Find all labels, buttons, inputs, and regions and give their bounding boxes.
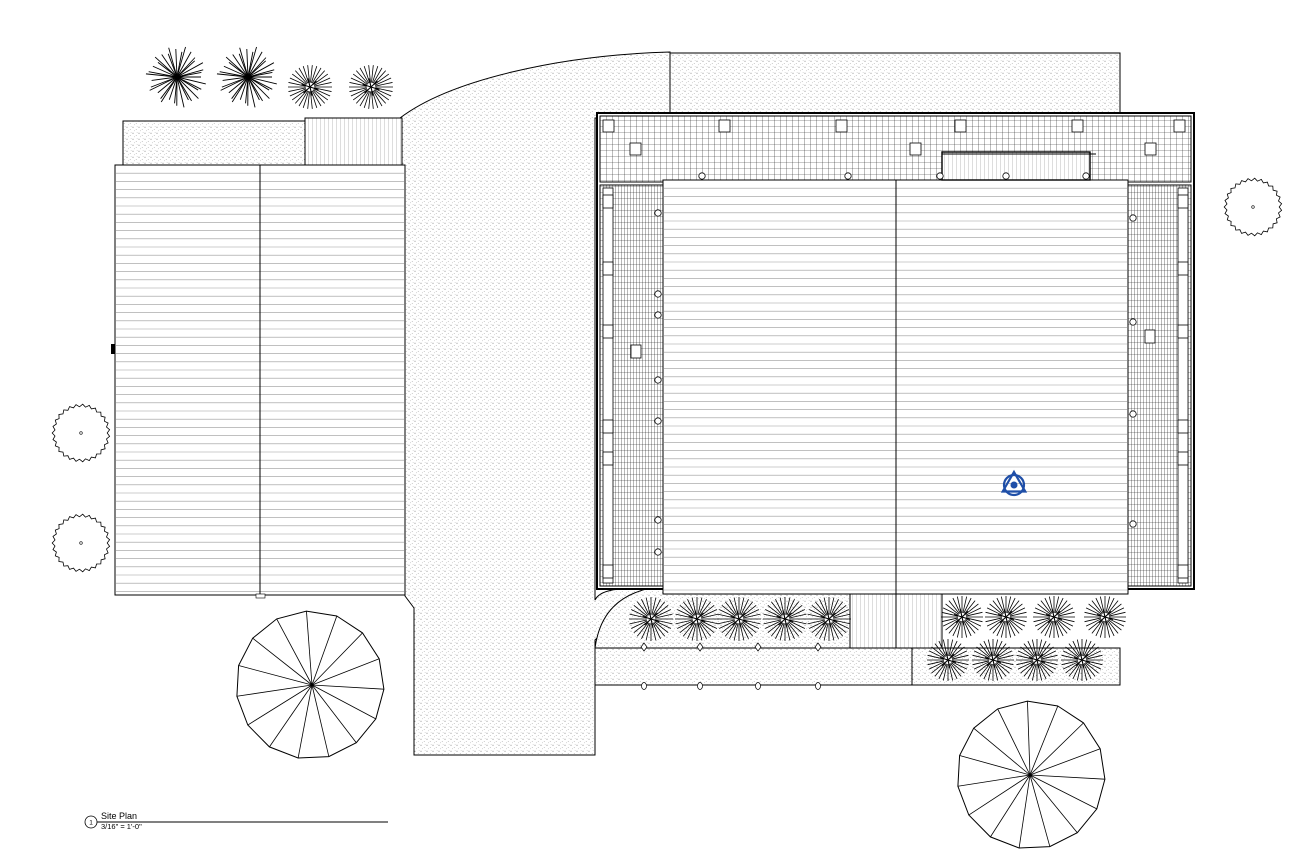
- plan-tree-circle-icon: [1223, 177, 1283, 237]
- view-title-scale: 3/16" = 1'-0": [101, 822, 142, 831]
- entry-stair: [304, 117, 403, 166]
- plan-shrub-star-icon: [972, 639, 1014, 681]
- plan-shrub-star-icon: [763, 597, 807, 641]
- plan-shrub-star-icon: [927, 639, 969, 681]
- plan-shrub-star-icon: [629, 597, 673, 641]
- plan-shrub-star-icon: [941, 596, 983, 638]
- view-title-name: Site Plan: [101, 811, 137, 821]
- revit-view-trefoil-icon[interactable]: [1000, 469, 1028, 497]
- plan-shrub-star-icon: [216, 46, 277, 108]
- main-building: [596, 112, 1195, 649]
- plan-tree-circle-icon: [51, 403, 111, 463]
- plan-shrub-star-icon: [807, 597, 851, 641]
- plan-shrub-star-icon: [717, 597, 761, 641]
- plan-shrub-star-icon: [985, 596, 1027, 638]
- plan-shrub-star-icon: [349, 65, 393, 109]
- west-building-roof: [111, 164, 406, 599]
- plan-tree-wedges-icon: [957, 700, 1106, 849]
- plan-shrub-star-icon: [288, 65, 332, 109]
- plan-shrub-star-icon: [1084, 596, 1126, 638]
- plan-shrub-star-icon: [145, 46, 206, 108]
- west-terrace: [122, 120, 306, 166]
- plan-shrub-star-icon: [1016, 639, 1058, 681]
- view-title: 1 Site Plan 3/16" = 1'-0": [84, 811, 388, 831]
- plan-tree-circle-icon: [51, 513, 111, 573]
- plan-shrub-star-icon: [1033, 596, 1075, 638]
- north-paving: [669, 52, 1121, 114]
- plan-shrub-star-icon: [675, 597, 719, 641]
- plan-shrub-star-icon: [1061, 639, 1103, 681]
- plan-tree-wedges-icon: [236, 610, 385, 759]
- view-number: 1: [89, 820, 93, 827]
